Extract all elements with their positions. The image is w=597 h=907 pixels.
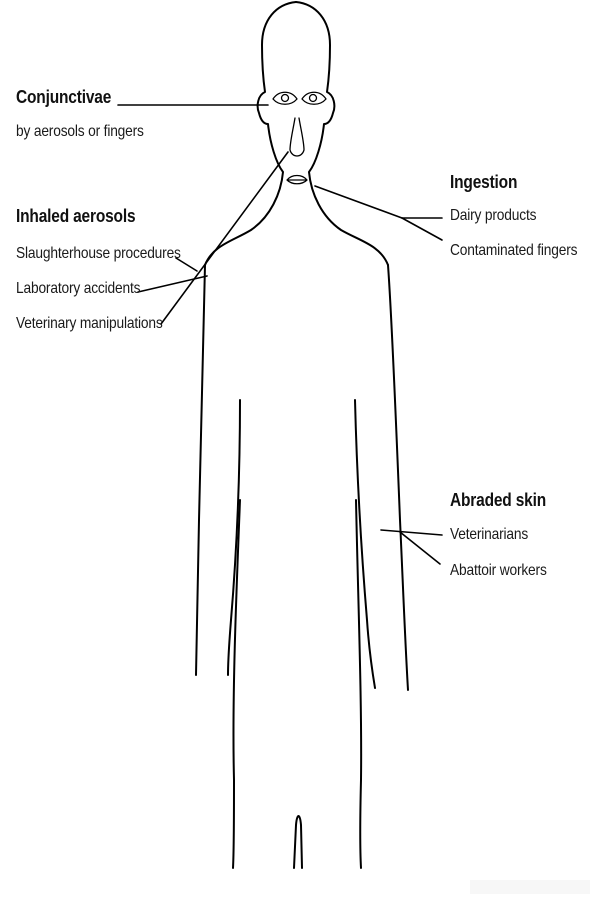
conjunctivae-title: Conjunctivae xyxy=(16,88,111,106)
head-outline-left xyxy=(205,2,296,265)
right-pupil xyxy=(310,95,317,102)
abraded-skin-item: Veterinarians xyxy=(450,527,528,543)
inhaled-aerosols-pointer xyxy=(161,152,288,324)
inhaled-aerosols-item: Slaughterhouse procedures xyxy=(16,246,181,262)
conjunctivae-detail: by aerosols or fingers xyxy=(16,124,144,140)
laboratory-tick xyxy=(138,276,207,292)
right-shoulder-arm-outline xyxy=(388,265,408,690)
inhaled-aerosols-item: Laboratory accidents xyxy=(16,281,140,297)
ingestion-item: Dairy products xyxy=(450,208,536,224)
abraded-skin-title: Abraded skin xyxy=(450,491,546,509)
faint-watermark-area xyxy=(470,880,590,894)
mouth-outline xyxy=(287,176,307,184)
abraded-skin-pointer-abattoir xyxy=(400,532,440,564)
inhaled-aerosols-title: Inhaled aerosols xyxy=(16,207,135,225)
left-shoulder-arm-outline xyxy=(196,265,205,675)
abraded-skin-pointer-vets xyxy=(381,530,442,535)
right-inner-arm-outline xyxy=(355,400,375,688)
ingestion-pointer-dairy xyxy=(315,186,402,218)
abraded-skin-item: Abattoir workers xyxy=(450,563,547,579)
left-pupil xyxy=(282,95,289,102)
nose-outline xyxy=(290,118,304,156)
ingestion-item: Contaminated fingers xyxy=(450,243,577,259)
crotch-outline xyxy=(294,816,302,868)
ingestion-pointer-contaminated xyxy=(402,218,442,240)
inhaled-aerosols-item: Veterinary manipulations xyxy=(16,316,163,332)
right-torso-outline xyxy=(356,500,361,868)
head-outline-right xyxy=(296,2,388,265)
ingestion-title: Ingestion xyxy=(450,173,517,191)
